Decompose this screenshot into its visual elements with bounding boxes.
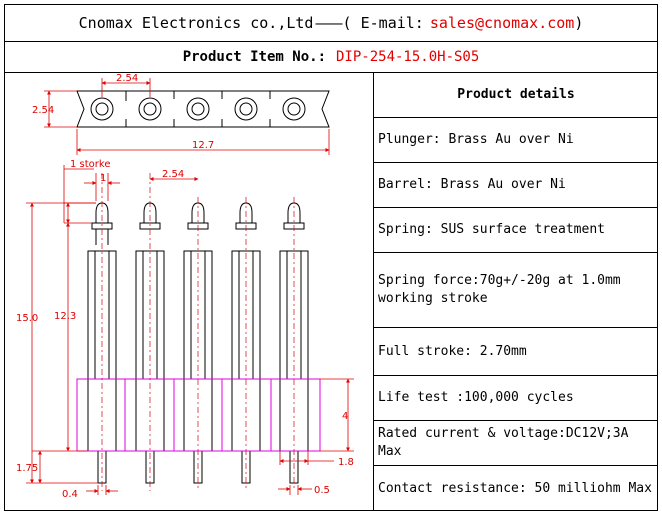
dim-total-height: 15.0 [16,313,38,324]
top-view-hole-1 [90,97,114,121]
center-lines [101,173,295,491]
product-item-row: Product Item No.: DIP-254-15.0H-S05 [4,42,658,73]
details-title: Product details [374,73,658,118]
company-name: Cnomax Electronics co.,Ltd [78,13,314,32]
dim-tail: 1.75 [16,463,38,474]
top-view [76,90,330,128]
spec-row-life-test: Life test :100,000 cycles [374,376,658,421]
dim-body-height: 12.3 [54,311,76,322]
top-view-dimensions [44,78,330,155]
dim-insulator: 4 [342,411,348,422]
spec-row-full-stroke: Full stroke: 2.70mm [374,328,658,376]
side-view-dimensions [26,165,354,495]
dim-tail-width: 0.4 [62,489,78,500]
spec-sheet-frame [4,4,658,511]
top-view-hole-2 [138,97,162,121]
top-view-hole-4 [234,97,258,121]
insulator [76,378,321,452]
spec-row-rated-current: Rated current & voltage:DC12V;3A Max [374,421,658,466]
dim-pitch-top: 2.54 [116,73,138,84]
spec-row-barrel: Barrel: Brass Au over Ni [374,163,658,208]
email-address[interactable]: sales@cnomax.com [429,13,575,32]
spec-row-contact-resistance: Contact resistance: 50 milliohm Max [378,480,652,496]
spec-row-plunger: Plunger: Brass Au over Ni [374,118,658,163]
header-dash: ———( E-mail: [315,13,424,32]
product-item-value: DIP-254-15.0H-S05 [336,49,480,65]
spec-row-spring: Spring: SUS surface treatment [374,208,658,253]
top-view-hole-5 [282,97,306,121]
drawing-svg: 2.54 2.54 12.7 [16,73,354,500]
top-view-hole-3 [186,97,210,121]
dim-pitch-side: 2.54 [162,169,184,180]
product-item-label: Product Item No.: [182,49,326,65]
dim-stroke: 1 storke [70,159,111,170]
header-close: ) [574,13,584,32]
dim-tail-length: 1.8 [338,457,354,468]
dim-length: 12.7 [192,140,214,151]
spec-row-spring-force: Spring force:70g+/-20g at 1.0mm working … [374,253,658,328]
technical-drawing: 2.54 2.54 12.7 [4,73,374,511]
header-row: Cnomax Electronics co.,Ltd ———( E-mail: … [4,4,658,42]
dim-height-top: 2.54 [32,105,54,116]
dim-tail-dia: 0.5 [314,485,330,496]
dim-tip: 1 [100,173,106,184]
